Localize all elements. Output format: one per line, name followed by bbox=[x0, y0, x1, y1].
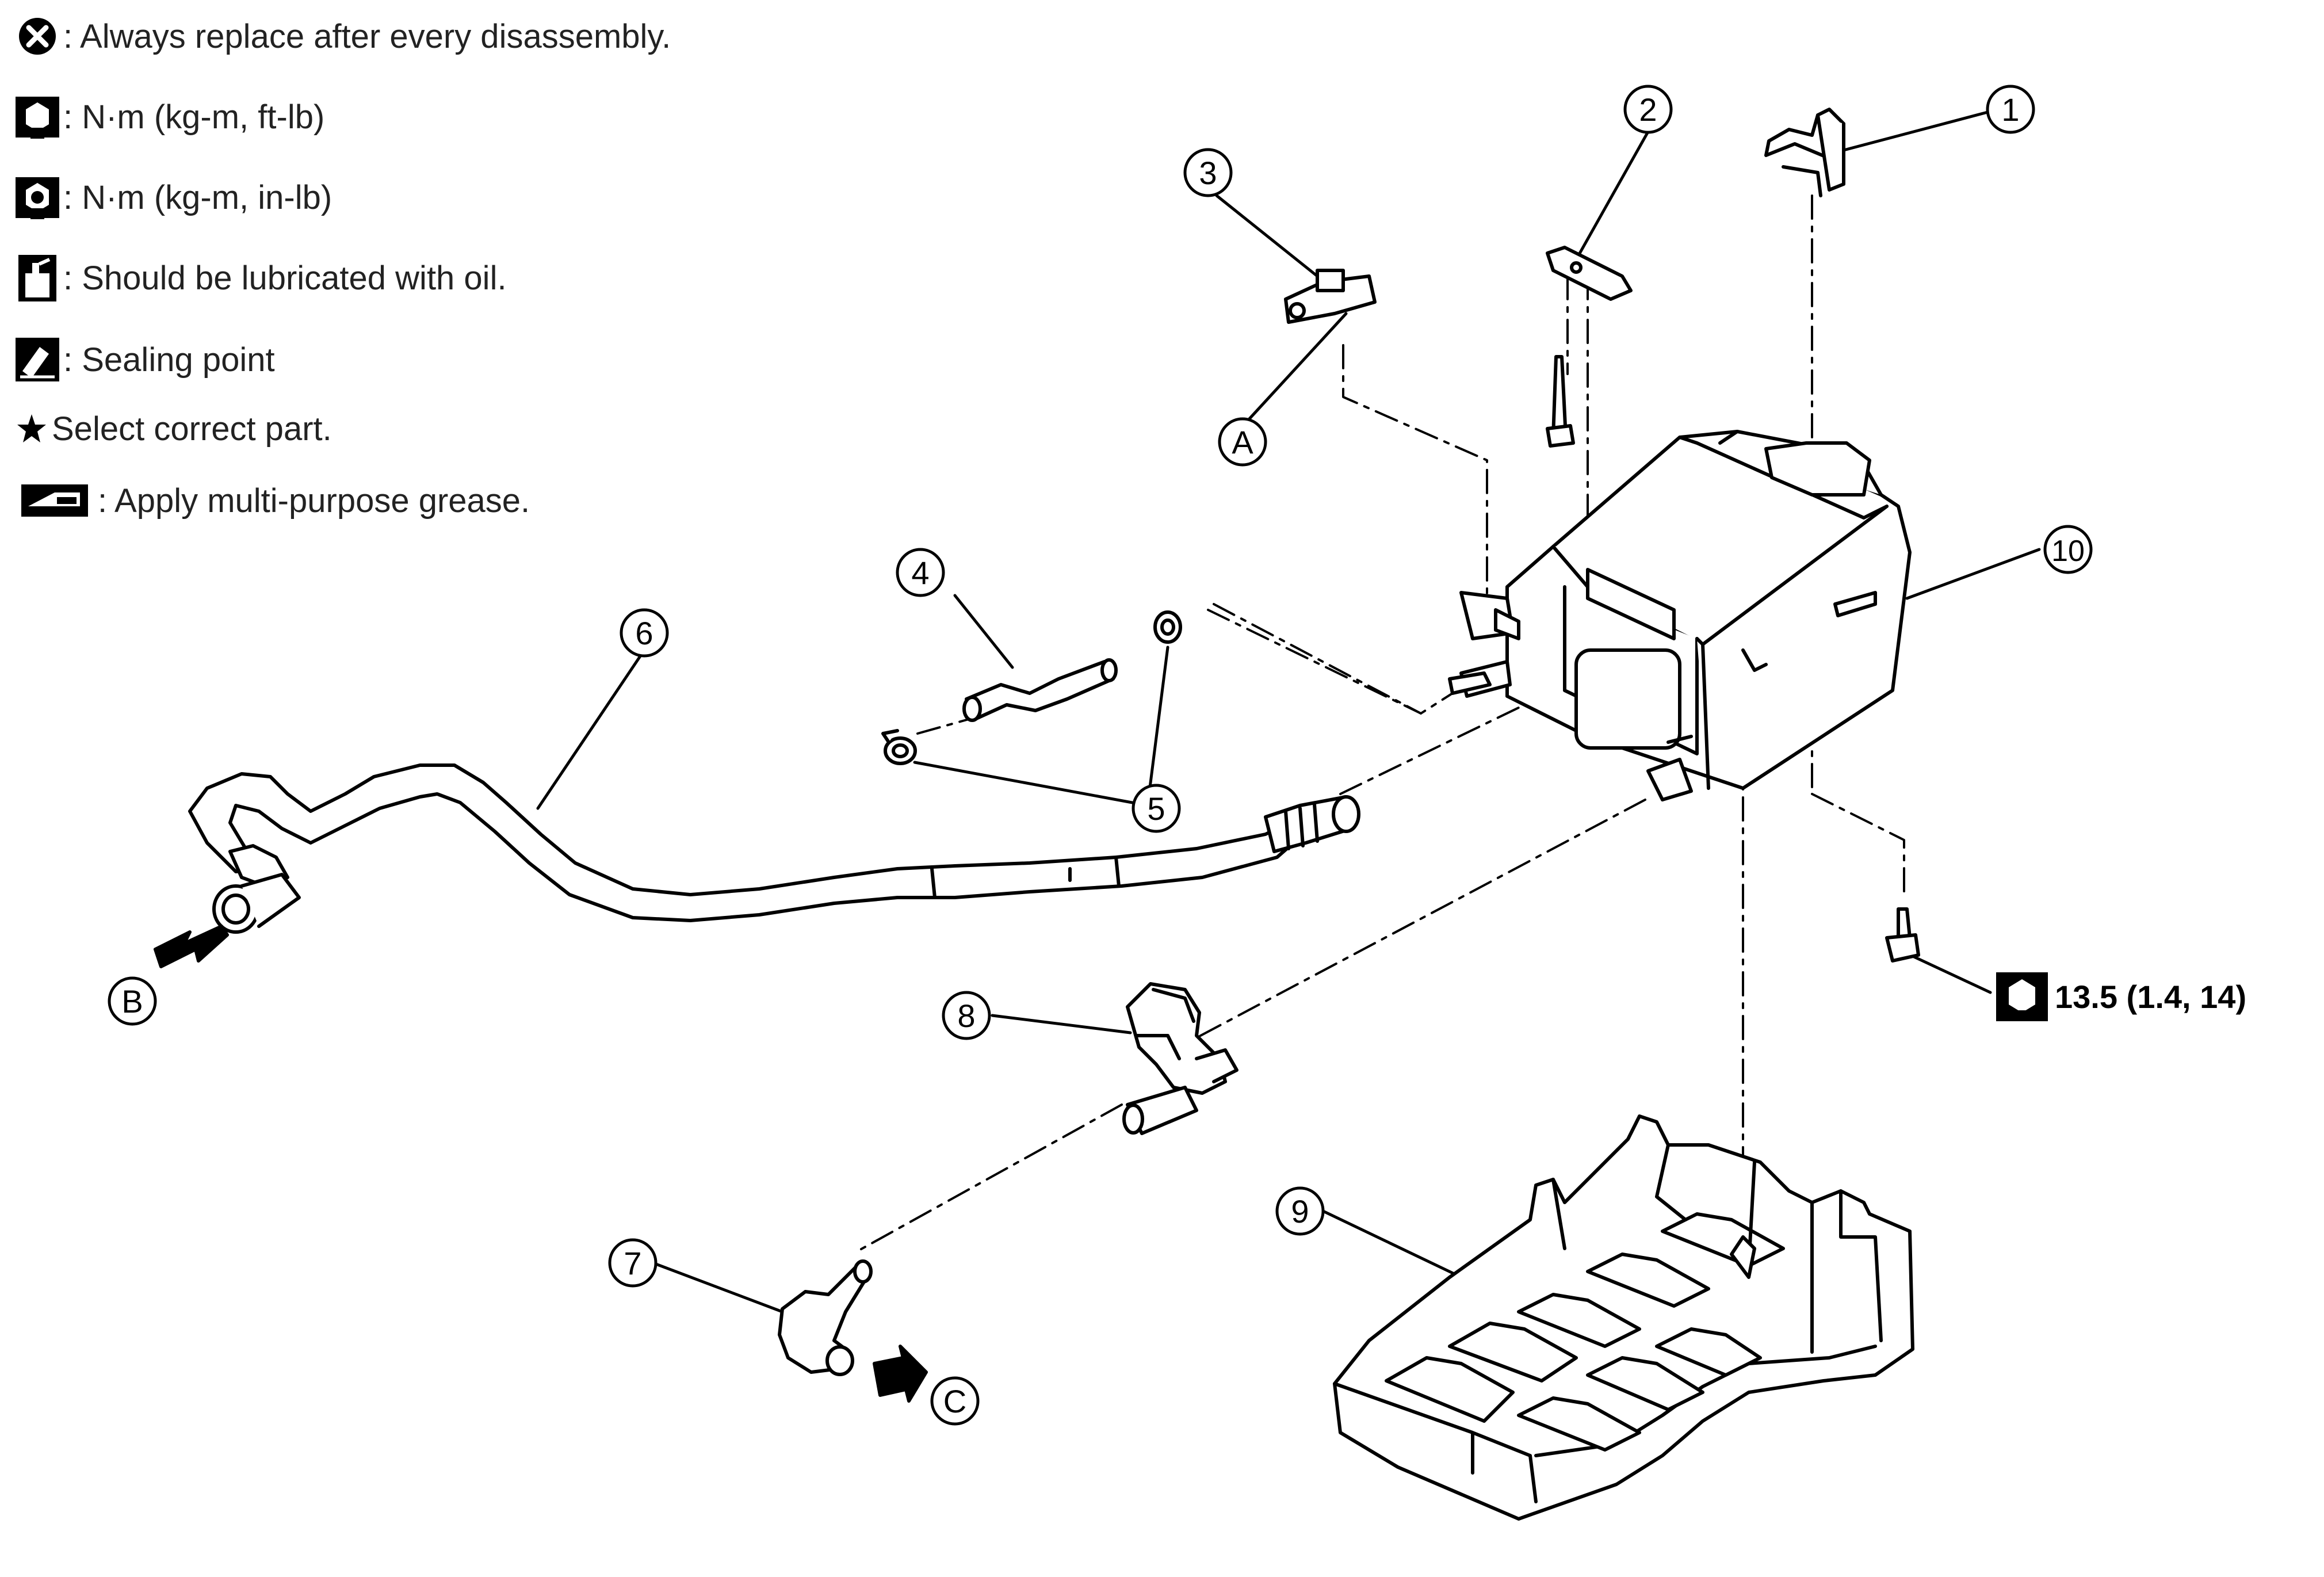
torque-spec-value: 13.5 (1.4, 14) bbox=[2055, 979, 2247, 1015]
part-6-hose bbox=[188, 763, 1360, 934]
arrow-c bbox=[873, 1345, 928, 1403]
callout-10 bbox=[2043, 525, 2093, 574]
callout-b bbox=[108, 976, 157, 1026]
callout-10-label: 10 bbox=[2051, 534, 2085, 568]
callout-6-label: 6 bbox=[635, 615, 653, 651]
legend-text: : Always replace after every disassembly… bbox=[63, 17, 671, 55]
callout-2-label: 2 bbox=[1639, 91, 1657, 128]
legend-text: : N·m (kg-m, in-lb) bbox=[63, 178, 332, 216]
oil-can-icon bbox=[12, 254, 63, 301]
part-8-valve bbox=[1122, 982, 1239, 1135]
legend-text: : Sealing point bbox=[63, 341, 275, 379]
callout-a bbox=[1218, 417, 1267, 467]
callout-a-label: A bbox=[1232, 424, 1253, 460]
callout-b-label: B bbox=[121, 983, 143, 1019]
legend-text: : Apply multi-purpose grease. bbox=[98, 482, 530, 520]
part-3-connector bbox=[1284, 269, 1377, 324]
part-7-hose bbox=[778, 1259, 873, 1376]
callout-4 bbox=[896, 548, 945, 597]
callout-8-label: 8 bbox=[957, 998, 975, 1034]
torque-ftlb-icon bbox=[12, 94, 63, 140]
legend-text: : Should be lubricated with oil. bbox=[63, 259, 507, 297]
replace-x-icon bbox=[12, 13, 63, 59]
callout-9-label: 9 bbox=[1291, 1193, 1309, 1229]
callout-1-label: 1 bbox=[2001, 91, 2019, 128]
part-9-protector bbox=[1333, 1114, 1914, 1521]
callout-4-label: 4 bbox=[911, 555, 929, 591]
callouts bbox=[108, 85, 2093, 1426]
legend-text: Select correct part. bbox=[52, 410, 332, 448]
callout-c bbox=[930, 1376, 980, 1426]
leader-lines bbox=[536, 110, 2041, 1313]
callout-2 bbox=[1623, 85, 1673, 134]
legend-item-torque-inlb: : N·m (kg-m, in-lb) bbox=[12, 171, 332, 223]
callout-7-label: 7 bbox=[624, 1245, 641, 1281]
torque-inlb-icon bbox=[12, 174, 63, 220]
part-bolt bbox=[1885, 907, 1920, 963]
callout-labels: 1 2 3 A 4 6 5 10 8 B 9 7 C bbox=[121, 91, 2085, 1419]
callout-c-label: C bbox=[943, 1383, 966, 1419]
legend-text: : N·m (kg-m, ft-lb) bbox=[63, 98, 325, 136]
sealing-point-icon bbox=[12, 337, 63, 383]
legend-item-select-part: Select correct part. bbox=[12, 403, 332, 455]
callout-8 bbox=[942, 991, 991, 1040]
part-10-canister bbox=[1448, 430, 1912, 801]
part-5-clamps bbox=[881, 610, 1182, 765]
legend-item-replace: : Always replace after every disassembly… bbox=[12, 10, 671, 62]
legend-item-sealing: : Sealing point bbox=[12, 334, 275, 385]
callout-3-label: 3 bbox=[1199, 155, 1217, 191]
arrow-b bbox=[154, 925, 229, 968]
callout-9 bbox=[1275, 1186, 1325, 1236]
legend-item-torque-ftlb: : N·m (kg-m, ft-lb) bbox=[12, 91, 324, 143]
part-2-bracket bbox=[1546, 246, 1633, 448]
torque-ftlb-icon bbox=[1996, 972, 2048, 1021]
legend-item-grease: : Apply multi-purpose grease. bbox=[12, 475, 530, 526]
part-4-hose bbox=[962, 658, 1118, 722]
callout-7 bbox=[608, 1238, 658, 1288]
callout-1 bbox=[1986, 85, 2035, 134]
legend-item-oil: : Should be lubricated with oil. bbox=[12, 252, 507, 304]
callout-3 bbox=[1183, 148, 1233, 197]
callout-5 bbox=[1132, 784, 1181, 833]
grease-icon bbox=[12, 478, 98, 524]
part-1-clip bbox=[1764, 108, 1845, 197]
callout-5-label: 5 bbox=[1147, 791, 1165, 827]
callout-6 bbox=[620, 608, 669, 658]
star-icon bbox=[12, 406, 52, 452]
